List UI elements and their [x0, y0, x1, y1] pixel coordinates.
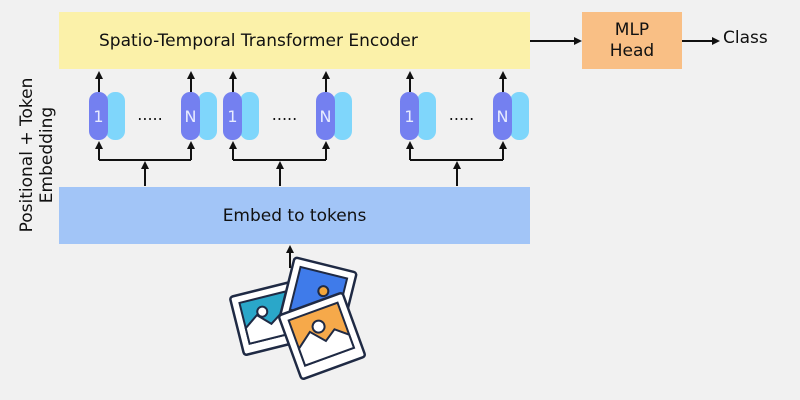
token-pill	[493, 92, 512, 140]
encoder-label: Spatio-Temporal Transformer Encoder	[99, 30, 418, 51]
token-pill	[89, 92, 108, 140]
token-index-label: N	[497, 107, 509, 126]
transformer-encoder-block: Spatio-Temporal Transformer Encoder	[59, 12, 530, 69]
ellipsis: .....	[272, 105, 297, 124]
token-pill	[223, 92, 242, 140]
embed-label: Embed to tokens	[222, 205, 367, 226]
token-index-label: N	[320, 107, 332, 126]
mlp-head-block: MLP Head	[582, 12, 682, 69]
token-embedding-pill	[240, 92, 259, 140]
mlp-head-line2: Head	[609, 40, 655, 61]
token-embedding-pill	[417, 92, 436, 140]
mlp-head-line1: MLP	[614, 19, 650, 40]
token-index-label: N	[185, 107, 197, 126]
token-index-label: 1	[404, 107, 414, 126]
embed-to-tokens-block: Embed to tokens	[59, 187, 530, 244]
ellipsis: .....	[449, 105, 474, 124]
class-output-label: Class	[723, 28, 768, 48]
token-pill	[400, 92, 419, 140]
token-embedding-pill	[106, 92, 125, 140]
image-stack-icon	[229, 256, 366, 380]
token-pill	[316, 92, 335, 140]
token-embedding-pill	[198, 92, 217, 140]
token-index-label: 1	[227, 107, 237, 126]
ellipsis: .....	[137, 105, 162, 124]
token-embedding-pill	[510, 92, 529, 140]
token-pill	[181, 92, 200, 140]
token-index-label: 1	[93, 107, 103, 126]
token-embedding-pill	[333, 92, 352, 140]
